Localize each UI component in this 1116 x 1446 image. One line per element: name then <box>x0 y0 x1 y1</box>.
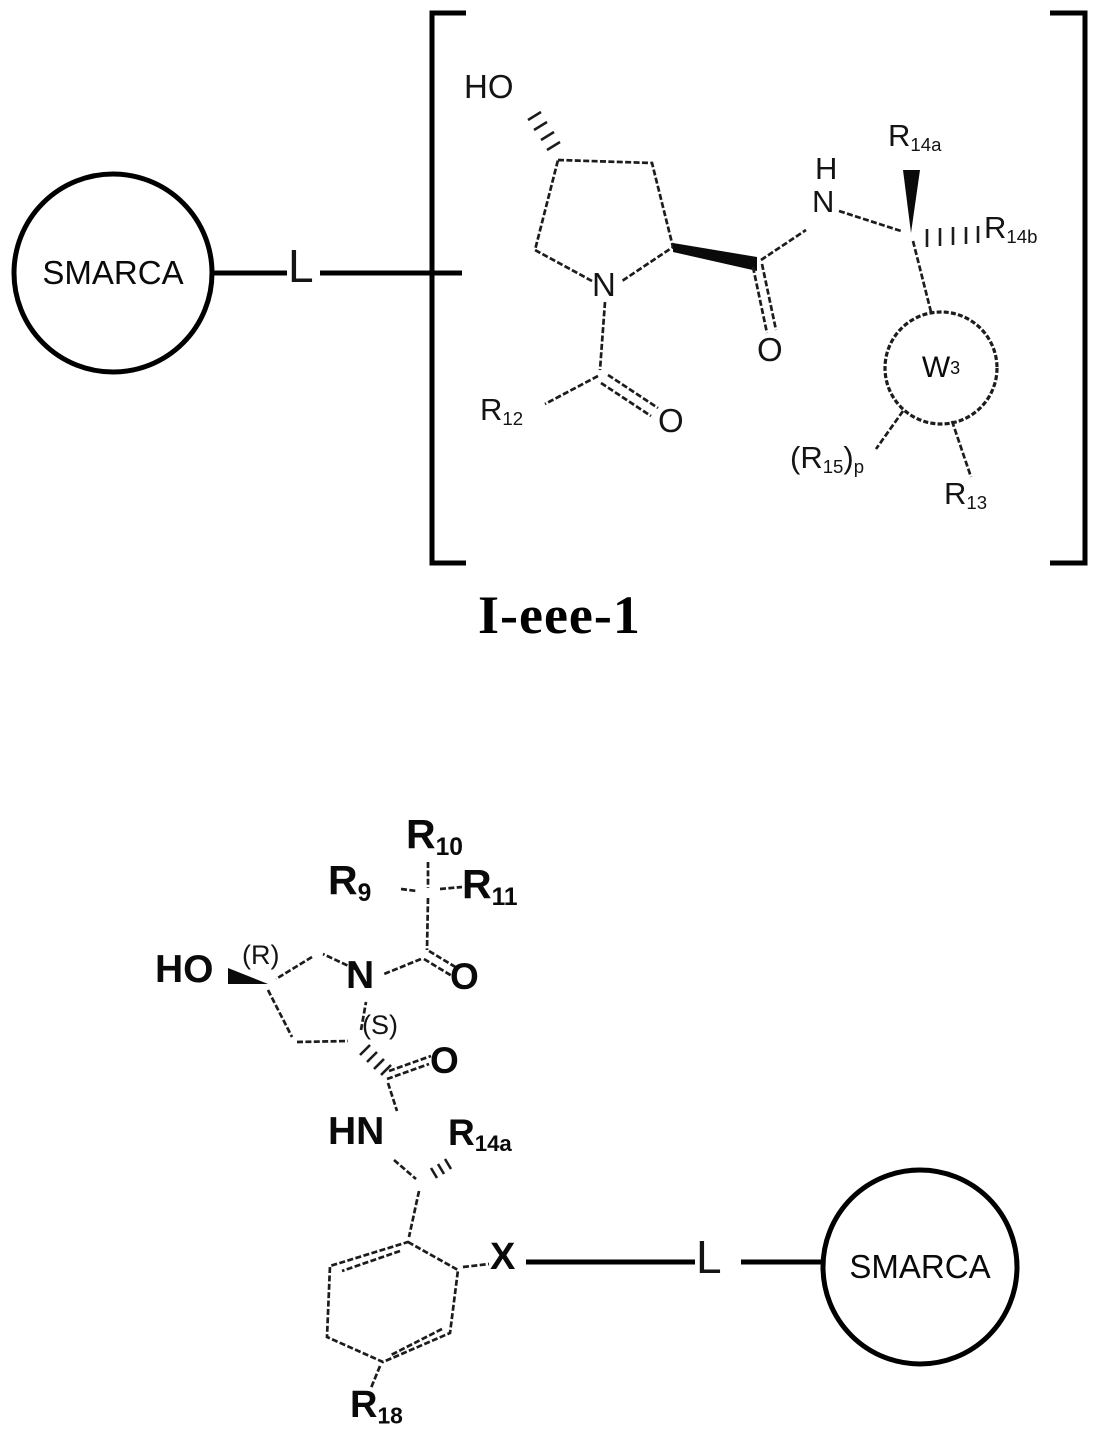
top-linker-label: L <box>288 240 314 292</box>
r9-main: R <box>328 857 358 903</box>
label-top-o-acyl: O <box>658 402 684 439</box>
bottom-pyrrolidine-ring <box>228 952 368 1044</box>
label-top-amide-n: N <box>812 184 835 219</box>
bottom-linker-label: L <box>696 1231 722 1283</box>
top-ch-stereocenter <box>903 170 980 313</box>
bottom-amide-group <box>386 1054 432 1181</box>
w3-sup: 3 <box>950 357 961 378</box>
r15p-p1: (R <box>790 440 823 475</box>
label-bottom-ho: HO <box>155 948 214 991</box>
bottom-acyl-group <box>383 949 458 978</box>
r13-sub: 13 <box>966 492 988 514</box>
r13-main: R <box>944 476 967 511</box>
label-stereo-r: (R) <box>242 940 280 970</box>
label-top-r14a: R14a <box>888 120 941 155</box>
w3-main: W <box>921 351 951 384</box>
top-pyrrolidine-ring <box>533 158 675 371</box>
top-hash-bond-ho <box>527 110 561 152</box>
label-attachment-x: X <box>490 1236 516 1278</box>
formula-caption: I-eee-1 <box>478 585 641 645</box>
top-smarca-circle <box>11 171 462 375</box>
top-amide-group <box>673 209 902 334</box>
bottom-benzene-ring <box>325 1240 490 1389</box>
r12-main: R <box>480 392 503 427</box>
label-r10: R10 <box>406 814 463 860</box>
bottom-r14a-main: R <box>448 1112 475 1153</box>
bottom-hash-bond-amide <box>359 1044 392 1076</box>
r18-sub: 18 <box>377 1402 403 1429</box>
label-bottom-o-acyl: O <box>450 956 479 997</box>
r15p-p2: ) <box>843 440 854 475</box>
bottom-ch-stereocenter <box>407 1158 453 1238</box>
label-r15p: (R15)p <box>790 442 864 477</box>
bottom-smarca-circle <box>820 1167 1020 1367</box>
left-bracket <box>429 10 466 566</box>
r15p-s2: p <box>853 456 865 478</box>
label-top-o-amide: O <box>757 331 783 368</box>
r9-sub: 9 <box>357 879 372 907</box>
bottom-r14a-sub: 14a <box>474 1131 512 1157</box>
r15p-s1: 15 <box>822 456 844 478</box>
top-smarca-label: SMARCA <box>42 254 184 291</box>
top-smarca-node: SMARCA <box>14 174 212 372</box>
r11-main: R <box>462 861 492 907</box>
label-top-amide-h: H <box>815 151 838 186</box>
label-top-ho: HO <box>464 68 514 105</box>
r14a-sub: 14a <box>910 134 942 156</box>
r11-sub: 11 <box>491 883 518 911</box>
label-bottom-ring-n: N <box>346 954 375 997</box>
label-top-ring-n: N <box>592 266 616 303</box>
label-r12: R12 <box>480 394 523 429</box>
label-top-r14b: R14b <box>984 212 1037 247</box>
top-acyl-group <box>544 373 659 418</box>
label-bottom-r14a: R14a <box>448 1114 512 1155</box>
r14a-main: R <box>888 118 911 153</box>
bottom-quaternary-carbon <box>400 862 463 951</box>
right-bracket <box>1050 10 1088 566</box>
label-r9: R9 <box>328 860 371 906</box>
bottom-smarca-node: SMARCA <box>823 1170 1017 1364</box>
label-r18: R18 <box>350 1386 403 1427</box>
r14b-main: R <box>984 210 1007 245</box>
r14b-sub: 14b <box>1006 226 1038 248</box>
label-bottom-o-amide: O <box>430 1040 459 1081</box>
r18-main: R <box>350 1384 378 1426</box>
label-stereo-s: (S) <box>362 1010 398 1040</box>
r12-sub: 12 <box>502 408 524 430</box>
bottom-smarca-label: SMARCA <box>849 1248 991 1285</box>
r10-main: R <box>406 811 436 857</box>
label-r11: R11 <box>462 864 518 910</box>
r10-sub: 10 <box>435 833 463 861</box>
label-bottom-hn: HN <box>328 1110 385 1153</box>
label-r13: R13 <box>944 478 987 513</box>
top-w3-ring <box>874 310 999 478</box>
